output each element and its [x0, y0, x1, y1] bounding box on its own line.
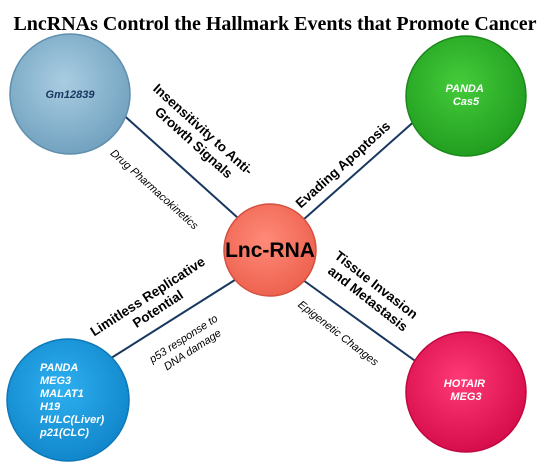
- edge-bottom-left-example: p53 response to DNA damage: [147, 311, 231, 378]
- node-bottom-right-line: MEG3: [450, 391, 481, 403]
- connector-top-right: [302, 117, 419, 221]
- svg-text:Tissue Invasion and Meta: Tissue Invasion and Metastasis: [322, 248, 424, 337]
- node-top-right-circle: [405, 35, 527, 157]
- node-top-left-label: Gm12839: [46, 89, 96, 101]
- node-bottom-right-label: HOTAIR MEG3: [444, 378, 488, 403]
- node-bottom-right-circle: [405, 331, 527, 453]
- connector-bottom-right: [302, 279, 426, 369]
- node-bottom-left-line: PANDA: [40, 362, 78, 374]
- edge-bottom-right-hallmark: Tissue Invasion and Metastasis: [322, 248, 424, 337]
- node-bottom-left-line: MEG3: [40, 375, 71, 387]
- svg-text:Insensitivity to Anti- G: Insensitivity to Anti- Growth Signals: [139, 81, 258, 193]
- svg-text:Drug Pharmacokinetics: Drug Pharmacokinetics: [108, 147, 201, 232]
- node-bottom-left-circle: [6, 338, 130, 462]
- edge-top-left-example-line: Drug Pharmacokinetics: [108, 147, 201, 232]
- node-bottom-right-line: HOTAIR: [444, 378, 485, 390]
- edge-top-right-hallmark-line: Evading Apoptosis: [293, 118, 394, 211]
- diagram-title: LncRNAs Control the Hallmark Events that…: [13, 13, 536, 35]
- connector-top-left: [117, 109, 239, 219]
- node-bottom-left-line: H19: [40, 401, 61, 413]
- edge-top-right-hallmark: Evading Apoptosis: [293, 118, 394, 211]
- node-bottom-left-line: p21(CLC): [39, 427, 89, 439]
- edge-top-left-hallmark-line: Insensitivity to Anti-: [150, 81, 256, 178]
- edge-bottom-right-example-line: Epigenetic Changes: [295, 299, 380, 369]
- node-top-left-line: Gm12839: [46, 89, 96, 101]
- edge-top-left-hallmark: Insensitivity to Anti- Growth Signals: [139, 81, 258, 193]
- connector-bottom-left: [107, 277, 239, 361]
- center-node-label: Lnc-RNA: [225, 239, 315, 262]
- center-node-circle: [223, 203, 317, 297]
- node-bottom-left-line: HULC(Liver): [40, 414, 105, 426]
- edge-top-left-example: Drug Pharmacokinetics: [108, 147, 201, 232]
- node-bottom-left-label: PANDA MEG3 MALAT1 H19 HULC(Liver) p21(CL…: [39, 362, 107, 439]
- edge-bottom-right-example: Epigenetic Changes: [295, 299, 380, 369]
- svg-text:p53 response to DNA dama: p53 response to DNA damage: [147, 311, 231, 378]
- svg-text:Epigenetic Changes: Epigenetic Changes: [295, 299, 380, 369]
- node-top-right-line: PANDA: [446, 83, 484, 95]
- node-top-right-label: PANDA Cas5: [446, 83, 487, 108]
- edge-bottom-left-hallmark-line: Limitless Replicative: [88, 254, 209, 340]
- svg-text:Evading Apoptosis: Evading Apoptosis: [293, 118, 394, 211]
- node-top-right-line: Cas5: [453, 96, 480, 108]
- node-bottom-left-line: MALAT1: [40, 388, 84, 400]
- node-top-left-circle: [9, 33, 131, 155]
